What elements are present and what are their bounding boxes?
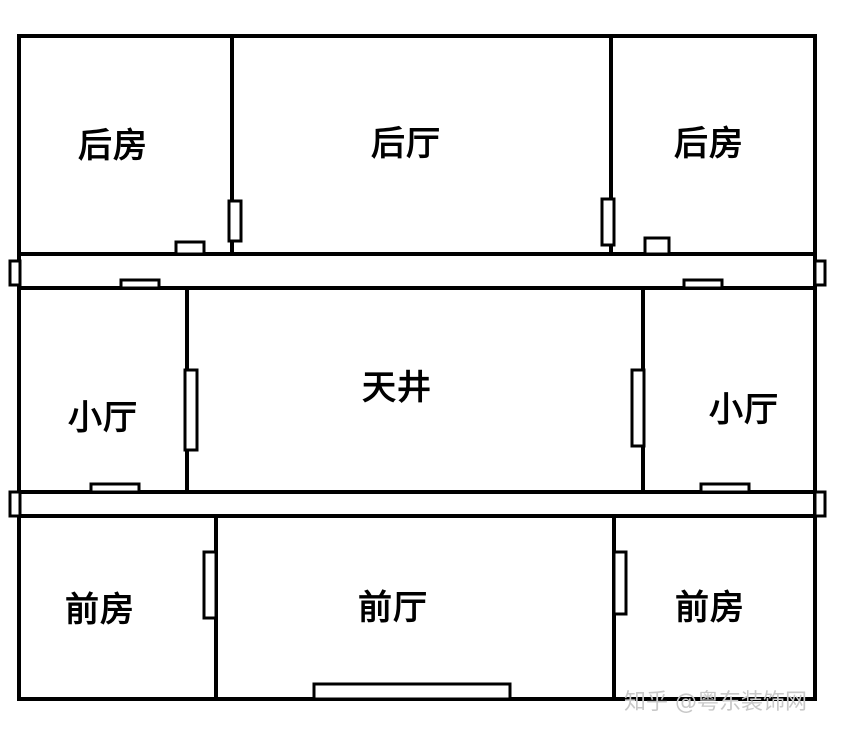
door-corridor-upper-left xyxy=(119,278,161,290)
corridor-lower-end-right xyxy=(813,490,827,518)
watermark: 知乎 @粤东装饰网 xyxy=(624,690,807,715)
door-small-hall-right-bottom xyxy=(699,482,751,494)
room-back-hall: 后厅 xyxy=(371,124,441,164)
door-back-hall-right xyxy=(600,197,616,247)
door-back-hall-left xyxy=(227,199,243,243)
corridor-upper-end-right xyxy=(813,259,827,287)
room-front-room-left: 前房 xyxy=(65,590,135,630)
corridor-lower xyxy=(17,490,817,518)
door-small-hall-left xyxy=(183,368,199,452)
room-small-hall-left: 小厅 xyxy=(68,398,138,438)
door-front-left xyxy=(202,550,218,620)
corridor-lower-end-left xyxy=(8,490,22,518)
room-back-room-left: 后房 xyxy=(78,126,148,166)
door-small-hall-right xyxy=(630,368,646,448)
door-corridor-upper-right xyxy=(682,278,724,290)
room-front-hall: 前厅 xyxy=(358,588,428,628)
room-small-hall-right: 小厅 xyxy=(709,390,779,430)
room-front-room-right: 前房 xyxy=(675,588,745,628)
room-back-room-right: 后房 xyxy=(674,124,744,164)
door-front-right xyxy=(612,550,628,616)
corridor-upper-end-left xyxy=(8,259,22,287)
main-entrance xyxy=(312,682,512,701)
room-courtyard: 天井 xyxy=(362,368,432,408)
door-back-left-floor xyxy=(174,240,206,256)
door-small-hall-left-bottom xyxy=(89,482,141,494)
door-back-right-floor xyxy=(643,236,671,256)
